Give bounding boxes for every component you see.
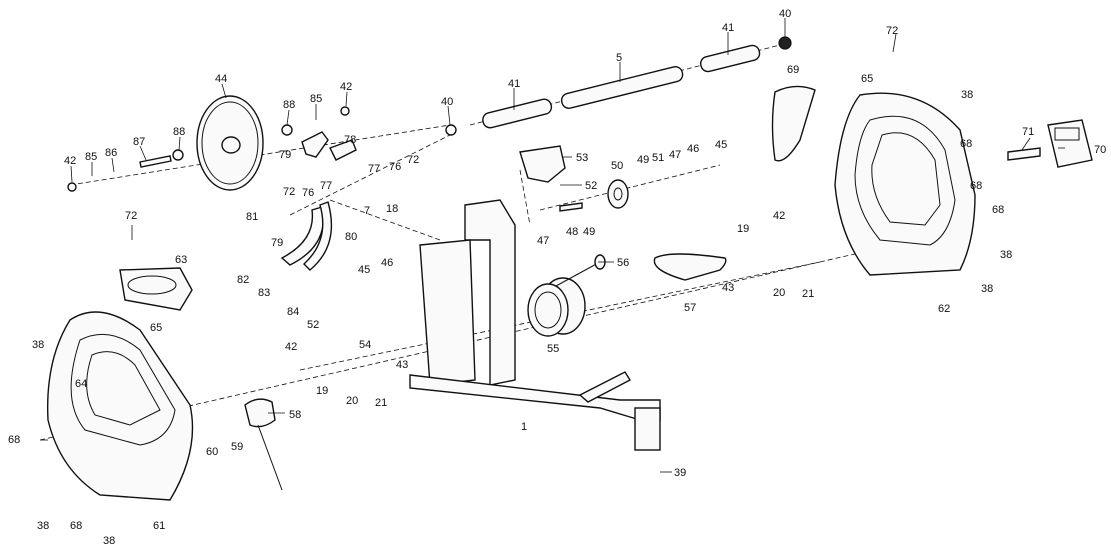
part-label: 88 [173,126,185,138]
part-label: 38 [961,89,973,101]
part-label: 49 [583,226,595,238]
part-label: 1 [521,421,527,433]
part-label: 77 [368,163,380,175]
part-label: 72 [283,186,295,198]
part-label: 62 [938,303,950,315]
part-label: 81 [246,211,258,223]
part-label: 21 [375,397,387,409]
part-label: 84 [287,306,299,318]
part-labels: 40 41 5 41 40 44 88 85 42 42 85 86 87 88… [8,8,1106,547]
part-label: 20 [773,287,785,299]
part-label: 76 [389,161,401,173]
part-label: 68 [960,138,972,150]
part-label: 40 [779,8,791,20]
part-label: 38 [32,339,44,351]
part-label: 38 [37,520,49,532]
part-label: 79 [279,149,291,161]
part-label: 72 [407,154,419,166]
part-label: 5 [616,52,622,64]
resistance-wheel [527,254,606,337]
part-label: 82 [237,274,249,286]
tension-knob [244,398,283,491]
part-label: 76 [302,187,314,199]
part-label: 78 [344,134,356,146]
part-label: 80 [345,231,357,243]
part-label: 83 [258,287,270,299]
part-label: 45 [358,264,370,276]
part-label: 59 [231,441,243,453]
part-label: 7 [364,205,370,217]
part-label: 47 [537,235,549,247]
part-label: 48 [566,226,578,238]
brake-parts [280,131,357,271]
part-label: 46 [381,257,393,269]
part-label: 42 [285,341,297,353]
part-label: 58 [289,409,301,421]
top-axle-tubes [445,36,792,136]
part-label: 68 [992,204,1004,216]
part-label: 50 [611,160,623,172]
part-label: 43 [722,282,734,294]
part-label: 72 [886,25,898,37]
flywheel-assembly [67,95,350,192]
part-label: 71 [1022,126,1034,138]
main-frame [409,199,661,451]
part-label: 49 [637,154,649,166]
part-label: 39 [674,467,686,479]
part-label: 53 [576,152,588,164]
part-label: 69 [787,64,799,76]
part-label: 19 [737,223,749,235]
part-label: 40 [441,96,453,108]
part-label: 19 [316,385,328,397]
part-label: 38 [1000,249,1012,261]
part-label: 87 [133,136,145,148]
part-label: 20 [346,395,358,407]
part-label: 38 [103,535,115,547]
part-label: 42 [64,155,76,167]
part-label: 61 [153,520,165,532]
part-label: 85 [310,93,322,105]
part-label: 42 [773,210,785,222]
part-label: 85 [85,151,97,163]
part-label: 44 [215,73,227,85]
part-label: 41 [508,78,520,90]
left-shroud [46,267,194,501]
part-label: 43 [396,359,408,371]
part-label: 68 [970,180,982,192]
bracket-and-pulley [519,145,629,212]
part-label: 41 [722,22,734,34]
part-label: 46 [687,143,699,155]
part-label: 18 [386,203,398,215]
part-label: 47 [669,149,681,161]
part-label: 79 [271,237,283,249]
part-label: 65 [861,73,873,85]
part-label: 63 [175,254,187,266]
part-label: 88 [283,99,295,111]
part-label: 55 [547,343,559,355]
part-label: 21 [802,288,814,300]
drive-belt [653,253,727,281]
part-label: 65 [150,322,162,334]
part-label: 70 [1094,144,1106,156]
part-label: 68 [70,520,82,532]
part-label: 38 [981,283,993,295]
part-label: 51 [652,152,664,164]
part-label: 57 [684,302,696,314]
part-label: 42 [340,81,352,93]
part-label: 68 [8,434,20,446]
leader-lines [40,18,1065,473]
part-label: 52 [307,319,319,331]
part-label: 52 [585,180,597,192]
part-label: 60 [206,446,218,458]
part-label: 86 [105,147,117,159]
part-label: 64 [75,378,87,390]
part-label: 54 [359,339,371,351]
part-label: 56 [617,257,629,269]
part-label: 45 [715,139,727,151]
part-label: 77 [320,180,332,192]
part-label: 72 [125,210,137,222]
right-shroud [771,85,1093,276]
